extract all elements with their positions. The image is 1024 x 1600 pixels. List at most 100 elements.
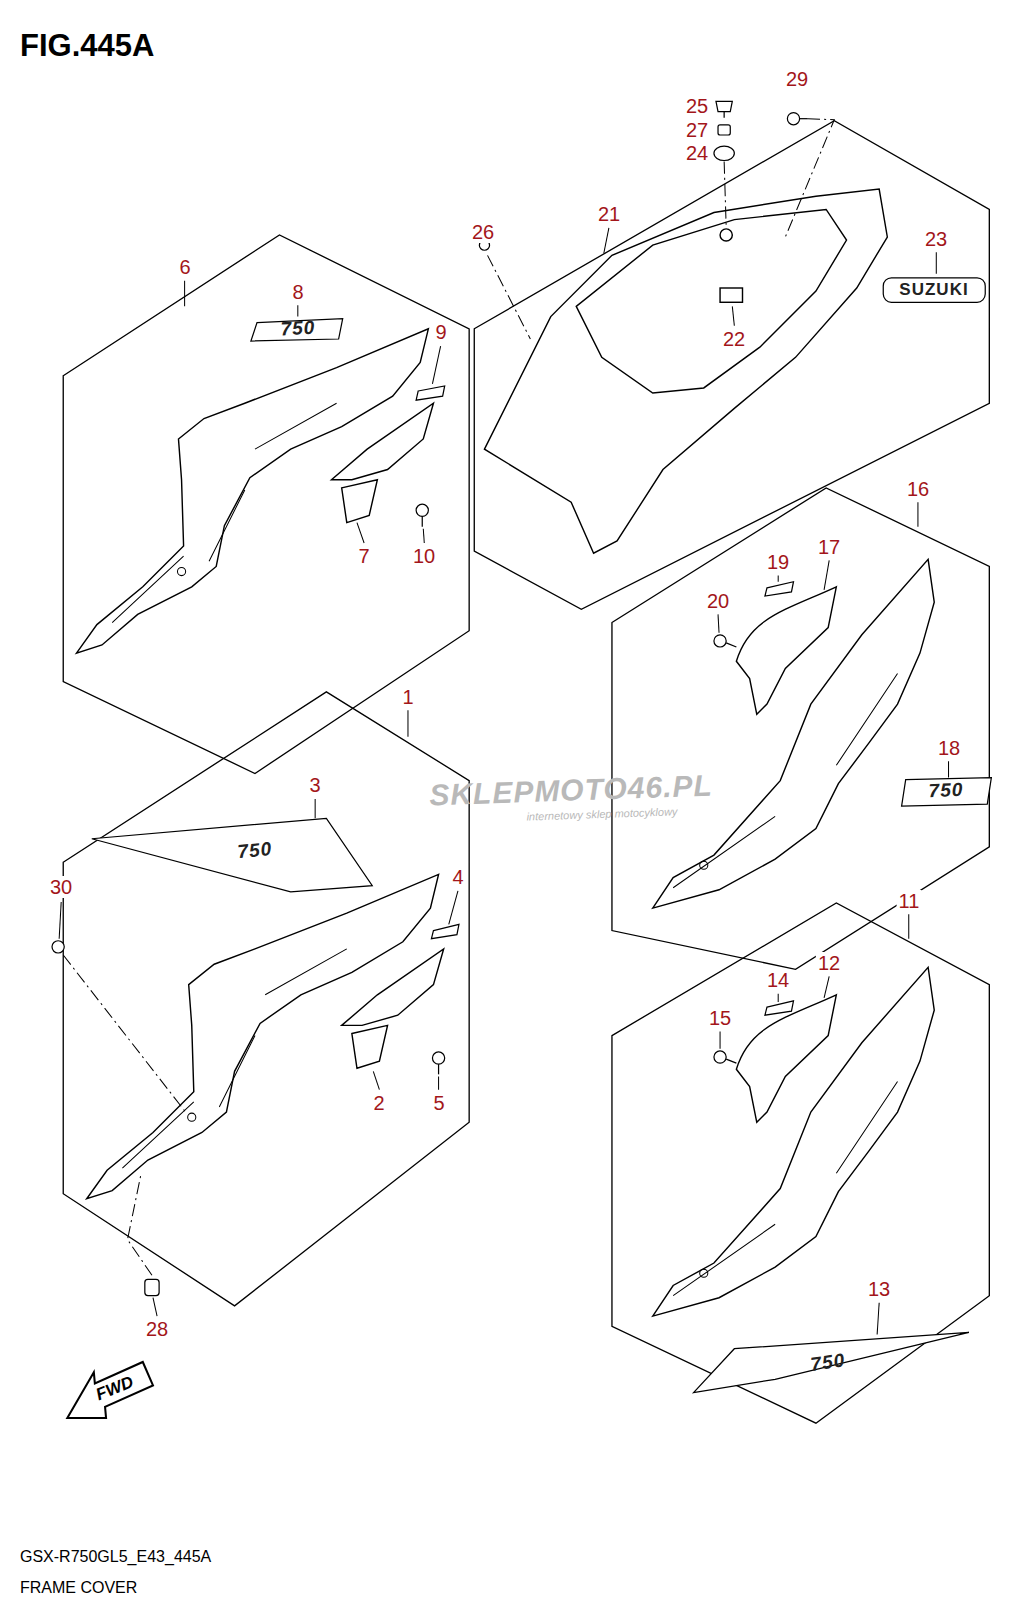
drawing-part: [724, 112, 725, 118]
callout-number: 29: [784, 68, 810, 90]
fwd-arrow: [67, 1362, 153, 1418]
callout-number: 4: [450, 866, 465, 888]
callout-number: 20: [705, 590, 731, 612]
drawing-part: [902, 778, 992, 807]
drawing-part: [484, 189, 887, 553]
drawing-part: [63, 121, 989, 1423]
drawing-part: [917, 502, 918, 526]
drawing-part: [778, 994, 779, 1002]
drawing-part: [373, 1071, 379, 1089]
callout-number: 21: [596, 203, 622, 225]
callout-number: 30: [48, 876, 74, 898]
drawing-part: [787, 113, 799, 125]
drawing-part: [877, 1303, 879, 1335]
drawing-part: [63, 235, 469, 774]
emblem-decal: [92, 278, 992, 1393]
drawing-part: [714, 146, 734, 160]
drawing-part: [824, 560, 829, 590]
drawing-part: [653, 967, 934, 1316]
callout-number: 14: [765, 969, 791, 991]
callout-number: 8: [290, 281, 305, 303]
drawing-part: [87, 874, 439, 1198]
callout-number: 2: [371, 1092, 386, 1114]
callout-number: 19: [765, 551, 791, 573]
drawing-part: [883, 278, 985, 302]
drawing-part: [488, 255, 531, 339]
drawing-part: [824, 976, 829, 997]
drawing-part: [673, 1081, 897, 1295]
drawing-part: [76, 329, 428, 653]
callout-leader: [59, 228, 948, 1335]
callout-number: 7: [356, 545, 371, 567]
drawing-part: [726, 643, 736, 647]
badge-text: 750: [928, 780, 963, 802]
drawing-part: [423, 529, 424, 543]
drawing-part: [432, 1052, 444, 1064]
drawing-part: [736, 995, 836, 1122]
drawing-part: [145, 1279, 159, 1295]
drawing-part: [432, 346, 440, 384]
drawing-part: [724, 162, 726, 227]
badge-text: 750: [809, 1350, 846, 1376]
drawing-part: [948, 761, 949, 777]
badge-text: 750: [280, 318, 316, 341]
drawing-part: [438, 1076, 439, 1089]
drawing-part: [153, 1298, 157, 1316]
drawing-part: [342, 949, 444, 1068]
callout-number: 22: [721, 328, 747, 350]
drawing-part: [700, 1269, 708, 1277]
drawing-part: [251, 319, 343, 341]
figure-code: GSX-R750GL5_E43_445A: [20, 1548, 211, 1566]
drawing-part: [188, 1113, 196, 1121]
drawing-part: [714, 635, 726, 647]
drawing-part: [122, 949, 346, 1168]
callout-number: 10: [411, 545, 437, 567]
drawing-part: [604, 228, 609, 253]
callout-number: 28: [144, 1318, 170, 1340]
callout-number: 25: [684, 95, 710, 117]
side-cover: [76, 329, 934, 1316]
badge-text: 750: [237, 839, 274, 863]
drawing-part: [63, 692, 469, 1306]
drawing-part: [732, 306, 734, 325]
callout-number: 1: [400, 686, 415, 708]
callout-number: 5: [431, 1092, 446, 1114]
drawing-part: [718, 614, 719, 632]
callout-number: 26: [470, 221, 496, 243]
watermark: internetowy sklep motocyklowy: [526, 805, 677, 822]
drawing-part: [765, 582, 794, 596]
drawing-part: [765, 1001, 794, 1015]
drawing-part: [184, 281, 185, 306]
callout-number: 3: [307, 774, 322, 796]
drawing-part: [331, 403, 433, 522]
drawing-part: [297, 305, 298, 316]
drawing-part: [407, 710, 408, 737]
callout-number: 18: [936, 737, 962, 759]
drawing-part: [936, 252, 937, 273]
drawing-part: [416, 504, 428, 516]
callout-number: 12: [816, 952, 842, 974]
drawing-part: [720, 1032, 721, 1049]
figure-title: FIG.445A: [20, 29, 154, 63]
drawing-part: [778, 576, 779, 582]
drawing-part: [92, 818, 372, 891]
leader-line: [63, 119, 834, 1276]
drawing-part: [52, 941, 64, 953]
callout-number: 13: [866, 1278, 892, 1300]
drawing-part: [716, 101, 732, 111]
drawing-part: [736, 587, 836, 714]
drawing-part: [726, 1059, 736, 1063]
drawing-part: [63, 955, 185, 1112]
figure-caption: FRAME COVER: [20, 1579, 137, 1597]
drawing-part: [612, 903, 989, 1423]
callout-number: 15: [707, 1007, 733, 1029]
emblem-text: SUZUKI: [899, 281, 968, 300]
drawing-part: [800, 118, 808, 119]
drawing-part: [416, 386, 445, 400]
callout-number: 9: [433, 321, 448, 343]
drawing-part: [438, 1064, 439, 1074]
drawing-part: [357, 523, 364, 543]
drawing-part: [720, 229, 732, 241]
drawing-part: [449, 891, 458, 925]
